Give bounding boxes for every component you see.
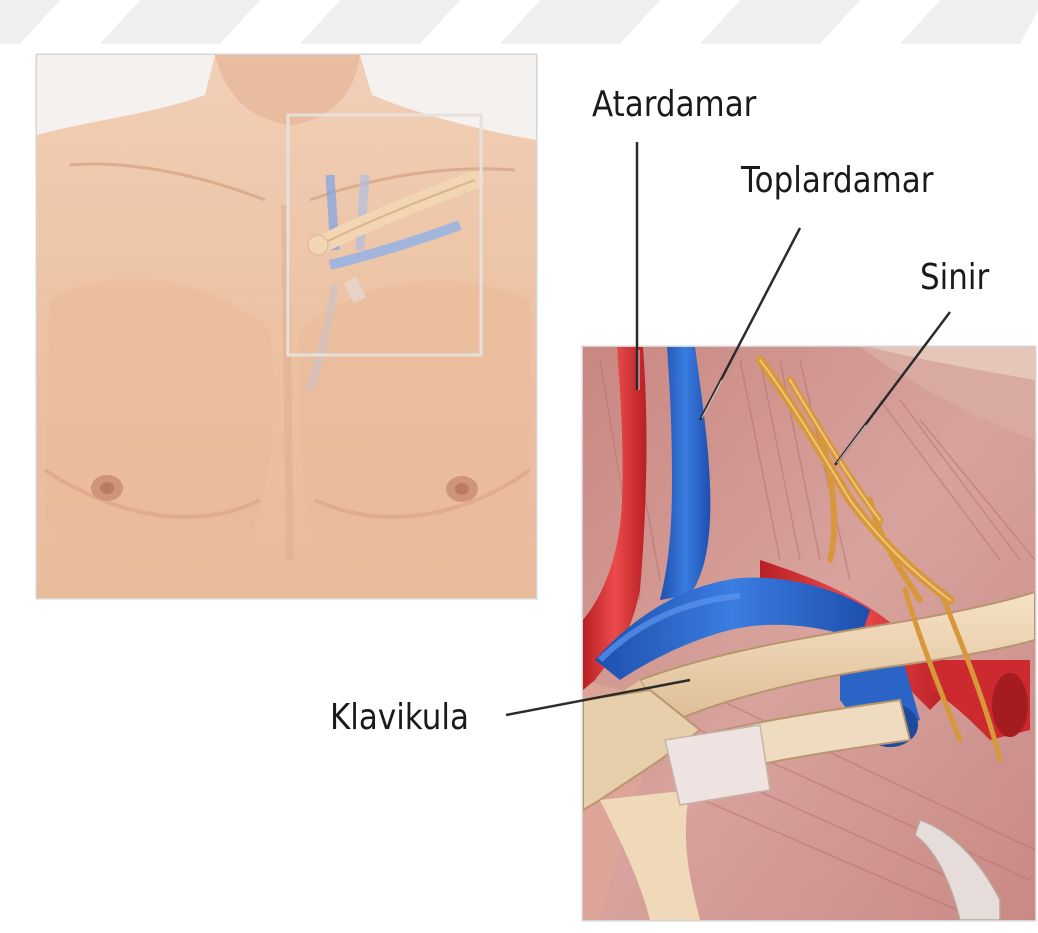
watermark-stripes bbox=[0, 0, 1038, 44]
clavicle-anatomy-inset-icon bbox=[583, 347, 1035, 920]
torso-illustration-icon bbox=[37, 55, 536, 598]
clavicle-label: Klavikula bbox=[330, 700, 469, 736]
artery-label: Atardamar bbox=[592, 87, 756, 123]
vein-label: Toplardamar bbox=[741, 163, 933, 199]
nerve-label: Sinir bbox=[920, 260, 989, 296]
